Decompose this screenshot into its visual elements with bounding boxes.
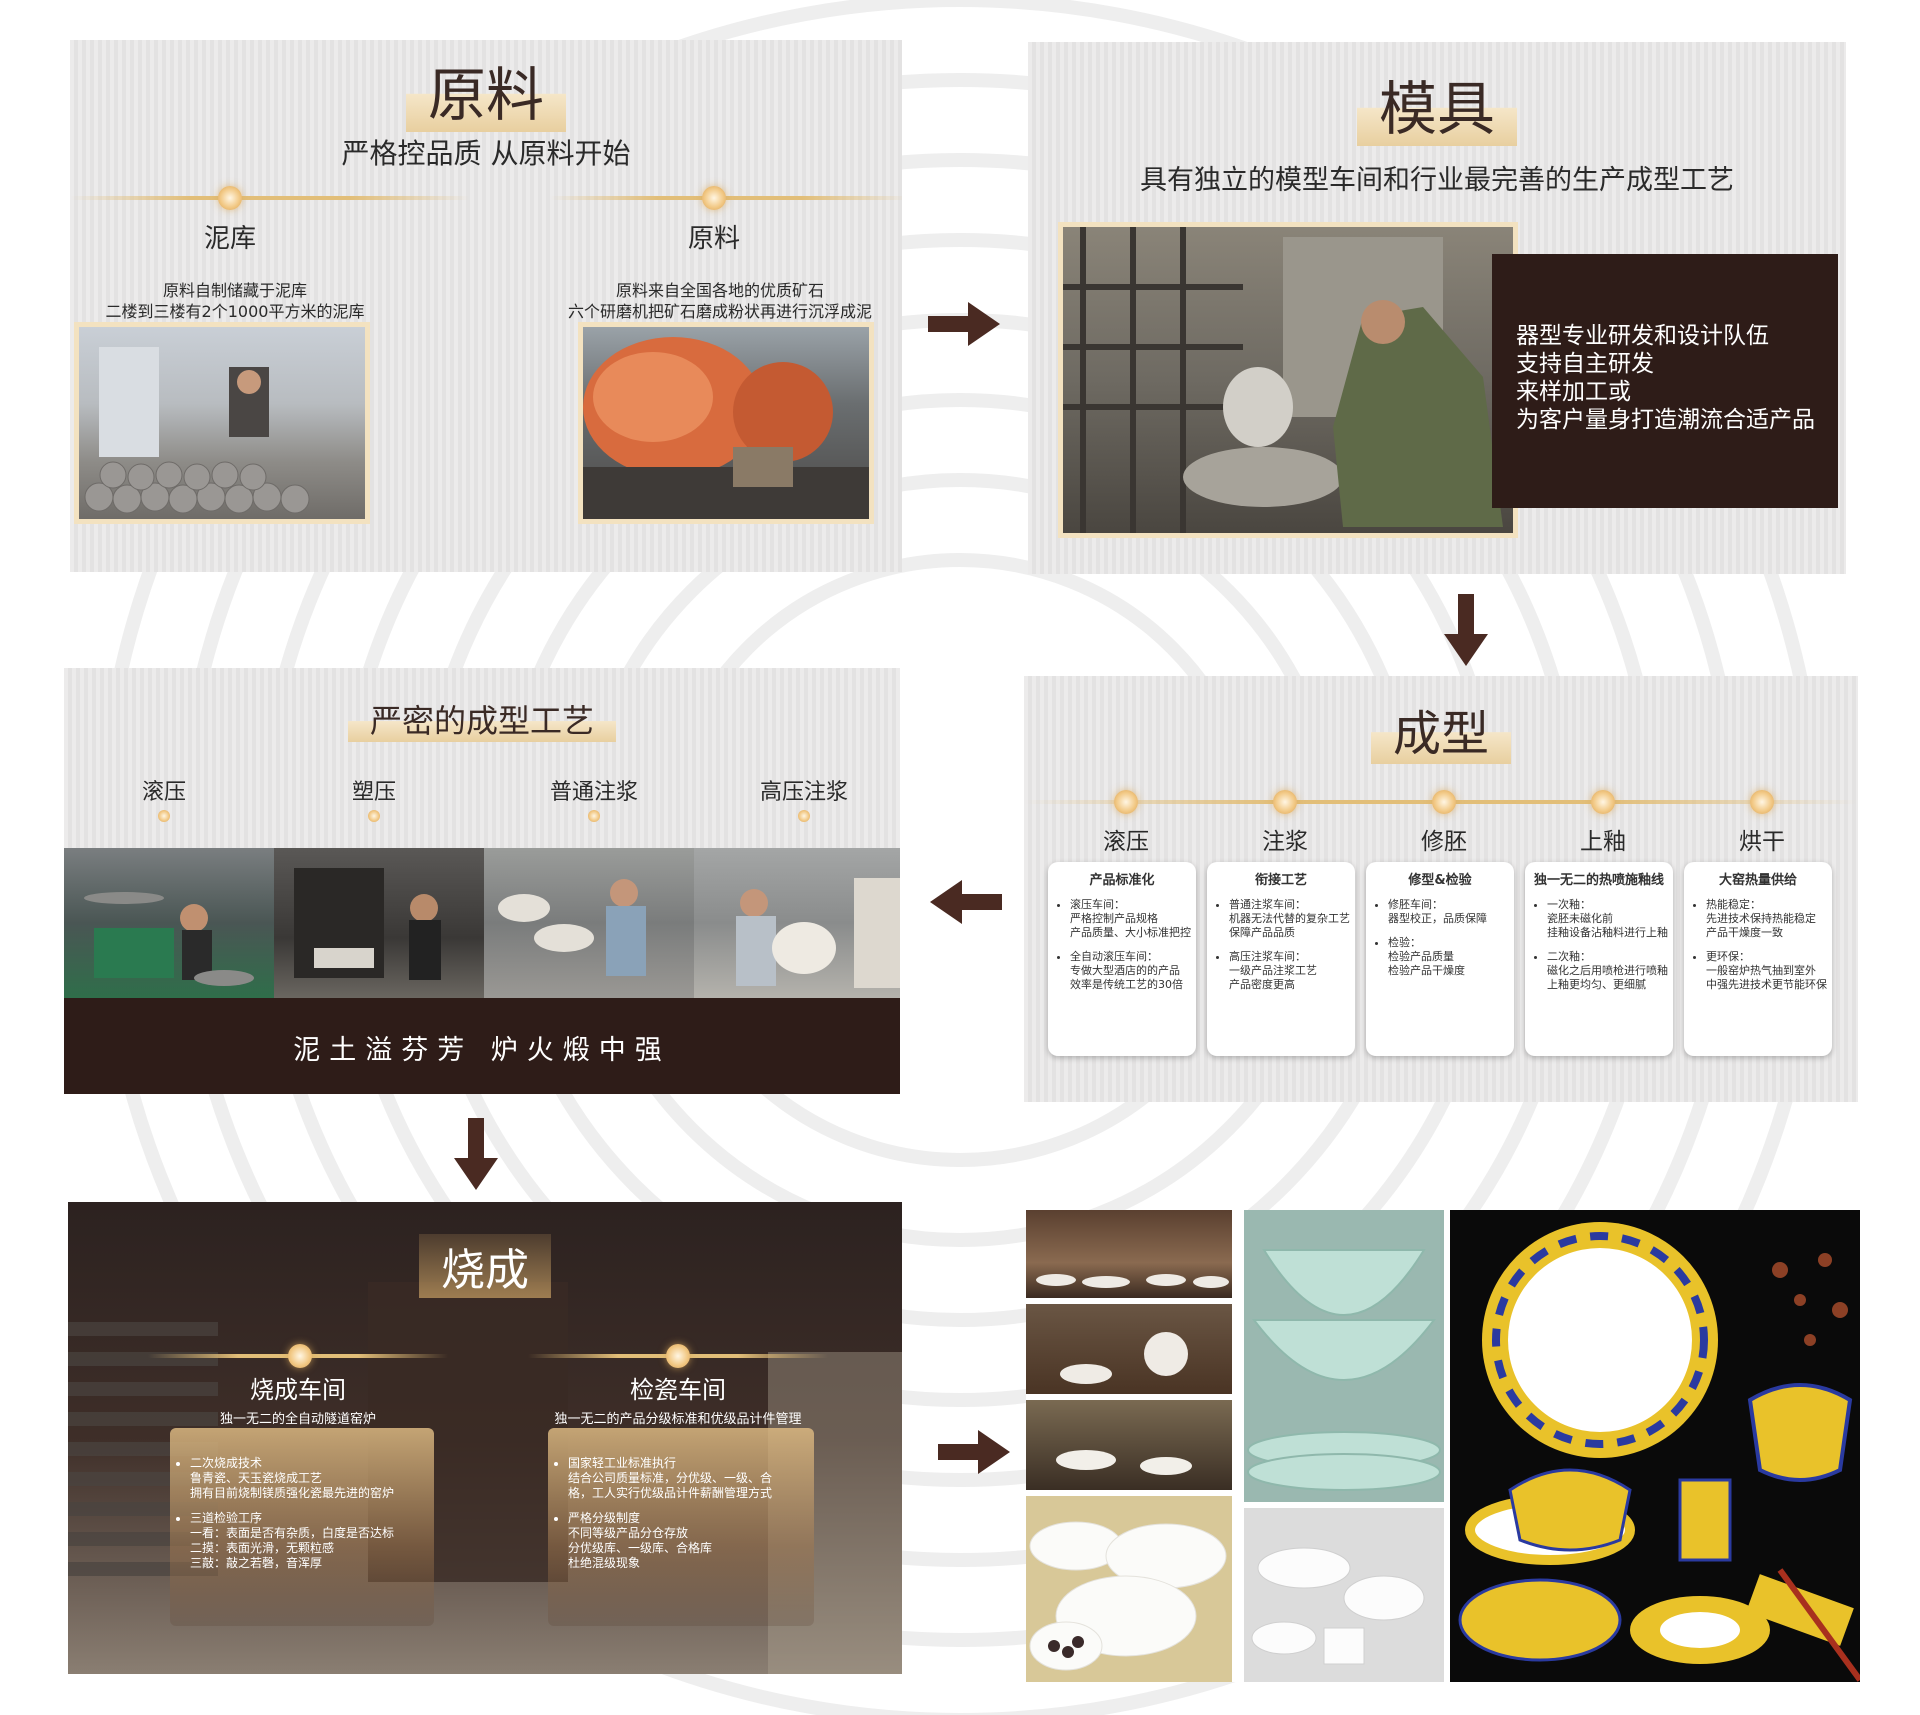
- feature-item: 器型专业研发和设计队伍: [1516, 323, 1769, 349]
- forming-panel: 成型 滚压 注浆 修胚 上釉 烘干 产品标准化 滚压车间： 严格控制产品规格 产…: [1024, 676, 1858, 1102]
- method-label-plastic-press: 塑压: [351, 780, 396, 805]
- mold-feature-box: 器型专业研发和设计队伍 支持自主研发 来样加工或 为客户量身打造潮流合适产品: [1492, 254, 1838, 508]
- card-title: 大窑热量供给: [1718, 873, 1797, 888]
- gold-divider: [550, 196, 902, 200]
- panel-title: 烧成: [68, 1234, 902, 1298]
- step-card-glazing: 独一无二的热喷施釉线 一次釉： 瓷胚未磁化前 挂釉设备沾釉料进行上釉二次釉： 磁…: [1525, 862, 1673, 1056]
- label-firing-workshop: 烧成车间: [250, 1376, 346, 1404]
- panel-title: 成型: [1024, 694, 1858, 764]
- clay-storage-photo: [74, 322, 370, 524]
- product-photo-celadon-bowls: [1244, 1210, 1444, 1502]
- step-dot: [1114, 790, 1138, 814]
- step-label-glazing: 上釉: [1580, 829, 1626, 855]
- card-bullet: 滚压车间： 严格控制产品规格 产品质量、大小标准把控: [1070, 898, 1196, 940]
- step-dot: [702, 186, 726, 210]
- method-label-normal-casting: 普通注浆: [549, 780, 638, 805]
- ore-grinder-photo: [578, 322, 874, 524]
- step-label-slip-casting: 注浆: [1262, 829, 1308, 855]
- step-card-slip-casting: 衔接工艺 普通注浆车间： 机器无法代替的复杂工艺 保障产品品质高压注浆车间： 一…: [1207, 862, 1355, 1056]
- arrow-down-icon: [454, 1118, 498, 1190]
- slogan-bar: 泥土溢芬芳 炉火煅中强: [64, 998, 900, 1094]
- method-dot: [798, 810, 810, 822]
- card-title: 修型&检验: [1408, 873, 1472, 888]
- slogan-text: 泥土溢芬芳 炉火煅中强: [293, 1035, 671, 1066]
- card-bullet: 更环保： 一般窑炉热气抽到室外 中强先进技术更节能环保: [1706, 950, 1832, 992]
- card-bullet: 修胚车间： 器型校正，品质保障: [1388, 898, 1514, 926]
- raw-material-desc: 原料来自全国各地的优质矿石 六个研磨机把矿石磨成粉状再进行沉浮成泥: [567, 281, 872, 321]
- product-collage: [1026, 1210, 1860, 1682]
- feature-list: 器型专业研发和设计队伍 支持自主研发 来样加工或 为客户量身打造潮流合适产品: [1516, 322, 1815, 434]
- product-photo-dragon-set: [1450, 1210, 1860, 1682]
- step-dot: [1273, 790, 1297, 814]
- workshop-photo-normal-casting: [484, 848, 694, 998]
- panel-subtitle: 具有独立的模型车间和行业最完善的生产成型工艺: [1140, 165, 1734, 196]
- label-clay-storage: 泥库: [203, 224, 256, 254]
- product-photo-white-plates: [1026, 1496, 1232, 1682]
- panel-title: 模具: [1028, 62, 1846, 146]
- clay-storage-desc: 原料自制储藏于泥库 二楼到三楼有2个1000平方米的泥库: [105, 281, 365, 321]
- step-dot: [1750, 790, 1774, 814]
- step-dot: [288, 1344, 312, 1368]
- method-dot: [588, 810, 600, 822]
- info-bullet: 三道检验工序 一看：表面是否有杂质，白度是否达标 二摸：表面光滑，无颗粒感 三敲…: [190, 1511, 434, 1571]
- method-dot: [158, 810, 170, 822]
- step-label-trimming: 修胚: [1421, 829, 1467, 855]
- method-label-high-pressure-casting: 高压注浆: [759, 780, 848, 805]
- arrow-right-icon: [928, 302, 1000, 346]
- label-raw-material: 原料: [687, 224, 740, 254]
- firing-panel: 烧成 烧成车间 检瓷车间 独一无二的全自动隧道窑炉 独一无二的产品分级标准和优级…: [68, 1202, 902, 1674]
- card-bullet: 二次釉： 磁化之后用喷枪进行喷釉 上釉更均匀、更细腻: [1547, 950, 1673, 992]
- card-bullet: 普通注浆车间： 机器无法代替的复杂工艺 保障产品品质: [1229, 898, 1355, 940]
- arrow-down-icon: [1444, 594, 1488, 666]
- card-bullet: 检验： 检验产品质量 检验产品干燥度: [1388, 936, 1514, 978]
- card-bullet: 热能稳定： 先进技术保持热能稳定 产品干燥度一致: [1706, 898, 1832, 940]
- workshop-photo-rolling: [64, 848, 274, 998]
- feature-item: 支持自主研发: [1516, 351, 1654, 377]
- mold-panel: 模具 具有独立的模型车间和行业最完善的生产成型工艺 器型专业研发和设计队伍 支持…: [1028, 42, 1846, 574]
- panel-title: 严密的成型工艺: [64, 696, 900, 742]
- arrow-right-icon: [938, 1430, 1010, 1474]
- gold-divider: [70, 196, 470, 200]
- product-photo-dining-2: [1026, 1304, 1232, 1394]
- inspection-workshop-sub: 独一无二的产品分级标准和优级品计件管理: [554, 1412, 802, 1427]
- panel-subtitle: 严格控品质 从原料开始: [341, 137, 631, 170]
- card-bullet: 全自动滚压车间： 专做大型酒店的的产品 效率是传统工艺的30倍: [1070, 950, 1196, 992]
- step-card-trimming: 修型&检验 修胚车间： 器型校正，品质保障检验： 检验产品质量 检验产品干燥度: [1366, 862, 1514, 1056]
- step-dot: [218, 186, 242, 210]
- step-label-drying: 烘干: [1739, 829, 1785, 855]
- step-label-rolling: 滚压: [1103, 829, 1149, 855]
- mold-workshop-photo: [1058, 222, 1518, 538]
- info-bullet: 二次烧成技术 鲁青瓷、天玉瓷烧成工艺 拥有目前烧制镁质强化瓷最先进的窑炉: [190, 1456, 434, 1501]
- info-bullet: 严格分级制度 不同等级产品分仓存放 分优级库、一级库、合格库 杜绝混级现象: [568, 1511, 814, 1571]
- inspection-info-box: 国家轻工业标准执行 结合公司质量标准，分优级、一级、合 格，工人实行优级品计件薪…: [548, 1428, 814, 1626]
- card-title: 产品标准化: [1089, 873, 1155, 888]
- step-dot: [1432, 790, 1456, 814]
- panel-title: 原料: [70, 48, 902, 132]
- method-dot: [368, 810, 380, 822]
- step-dot: [1591, 790, 1615, 814]
- raw-material-panel: 原料 严格控品质 从原料开始 泥库 原料 原料自制储藏于泥库 二楼到三楼有2个1…: [70, 40, 902, 572]
- label-inspection-workshop: 检瓷车间: [630, 1376, 726, 1404]
- arrow-left-icon: [930, 880, 1002, 924]
- info-bullet: 国家轻工业标准执行 结合公司质量标准，分优级、一级、合 格，工人实行优级品计件薪…: [568, 1456, 814, 1501]
- step-card-rolling: 产品标准化 滚压车间： 严格控制产品规格 产品质量、大小标准把控全自动滚压车间：…: [1048, 862, 1196, 1056]
- feature-item: 来样加工或: [1516, 379, 1631, 405]
- workshop-photo-plastic-press: [274, 848, 484, 998]
- step-card-drying: 大窑热量供给 热能稳定： 先进技术保持热能稳定 产品干燥度一致更环保： 一般窑炉…: [1684, 862, 1832, 1056]
- card-title: 衔接工艺: [1254, 873, 1307, 888]
- firing-workshop-sub: 独一无二的全自动隧道窑炉: [219, 1412, 376, 1427]
- method-label-rolling: 滚压: [141, 780, 186, 805]
- step-dot: [666, 1344, 690, 1368]
- product-photo-white-set: [1244, 1508, 1444, 1682]
- feature-item: 为客户量身打造潮流合适产品: [1516, 407, 1815, 433]
- product-photo-dining-1: [1026, 1210, 1232, 1298]
- product-photo-dining-3: [1026, 1400, 1232, 1490]
- firing-info-box: 二次烧成技术 鲁青瓷、天玉瓷烧成工艺 拥有目前烧制镁质强化瓷最先进的窑炉 三道检…: [170, 1428, 434, 1626]
- workshop-photo-high-pressure-casting: [694, 848, 900, 998]
- card-title: 独一无二的热喷施釉线: [1533, 873, 1664, 888]
- card-bullet: 一次釉： 瓷胚未磁化前 挂釉设备沾釉料进行上釉: [1547, 898, 1673, 940]
- precise-forming-panel: 严密的成型工艺 滚压 塑压 普通注浆 高压注浆 泥土溢芬芳 炉火煅中强: [64, 668, 900, 1094]
- card-bullet: 高压注浆车间： 一级产品注浆工艺 产品密度更高: [1229, 950, 1355, 992]
